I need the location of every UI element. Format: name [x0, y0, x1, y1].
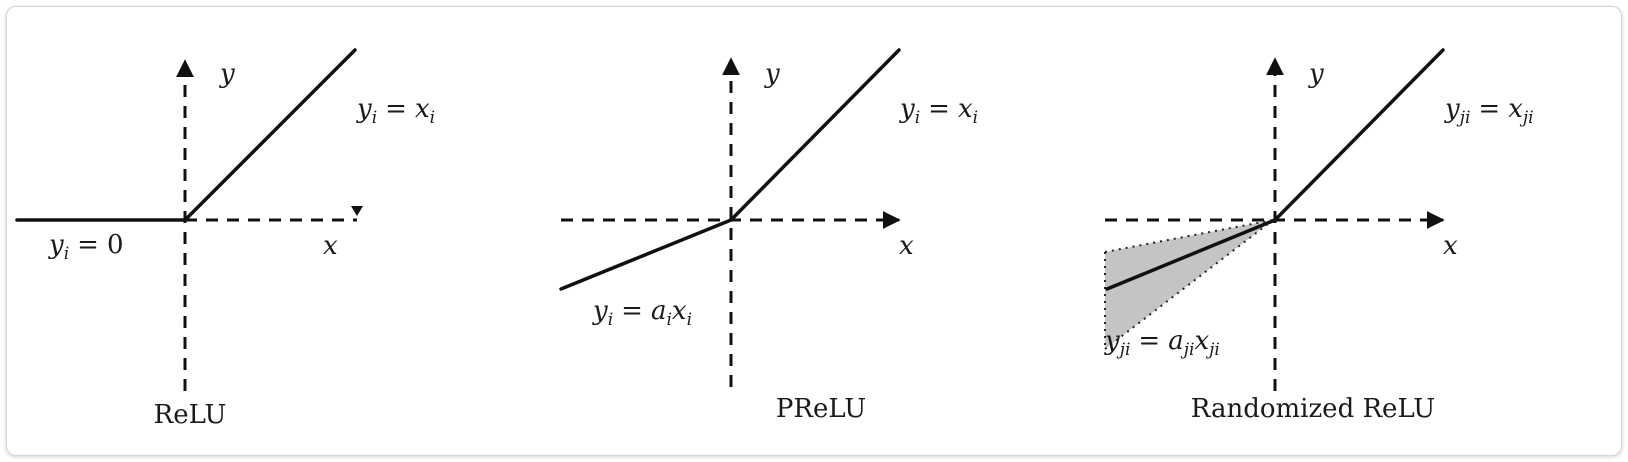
prelu-y-axis-label: y [764, 59, 780, 89]
rrelu-positive-segment [1273, 48, 1445, 222]
rrelu-negative-label: yji=ajixji [1104, 326, 1220, 360]
figure-frame: y x yi=xi yi=0 ReLU y x yi=xi yi=aixi PR… [6, 6, 1622, 456]
relu-positive-segment [183, 48, 357, 222]
rrelu-caption: Randomized ReLU [1191, 394, 1435, 424]
relu-negative-label: yi=0 [48, 230, 123, 264]
prelu-negative-segment [559, 218, 733, 291]
relu-panel: y x yi=xi yi=0 ReLU [15, 48, 435, 430]
relu-positive-label: yi=xi [356, 94, 435, 128]
relu-x-axis-label: x [323, 231, 338, 261]
relu-x-axis-arrow-icon [351, 206, 363, 216]
rrelu-lower-bound [1104, 219, 1274, 350]
rrelu-upper-bound [1104, 219, 1274, 253]
prelu-negative-label: yi=aixi [592, 296, 692, 330]
rrelu-negative-segment [1105, 218, 1277, 291]
prelu-x-axis-label: x [899, 231, 914, 261]
rrelu-positive-label: yji=xji [1444, 94, 1534, 128]
rrelu-y-axis-label: y [1308, 59, 1324, 89]
activation-functions-figure: y x yi=xi yi=0 ReLU y x yi=xi yi=aixi PR… [15, 48, 1534, 430]
rrelu-panel: y x yji=xji yji=ajixji Randomized ReLU [1104, 48, 1534, 424]
relu-caption: ReLU [154, 400, 227, 430]
prelu-positive-segment [729, 48, 901, 222]
relu-y-axis-label: y [219, 59, 235, 89]
prelu-caption: PReLU [776, 394, 866, 424]
prelu-positive-label: yi=xi [899, 94, 978, 128]
rrelu-x-axis-label: x [1443, 231, 1458, 261]
prelu-panel: y x yi=xi yi=aixi PReLU [559, 48, 978, 424]
